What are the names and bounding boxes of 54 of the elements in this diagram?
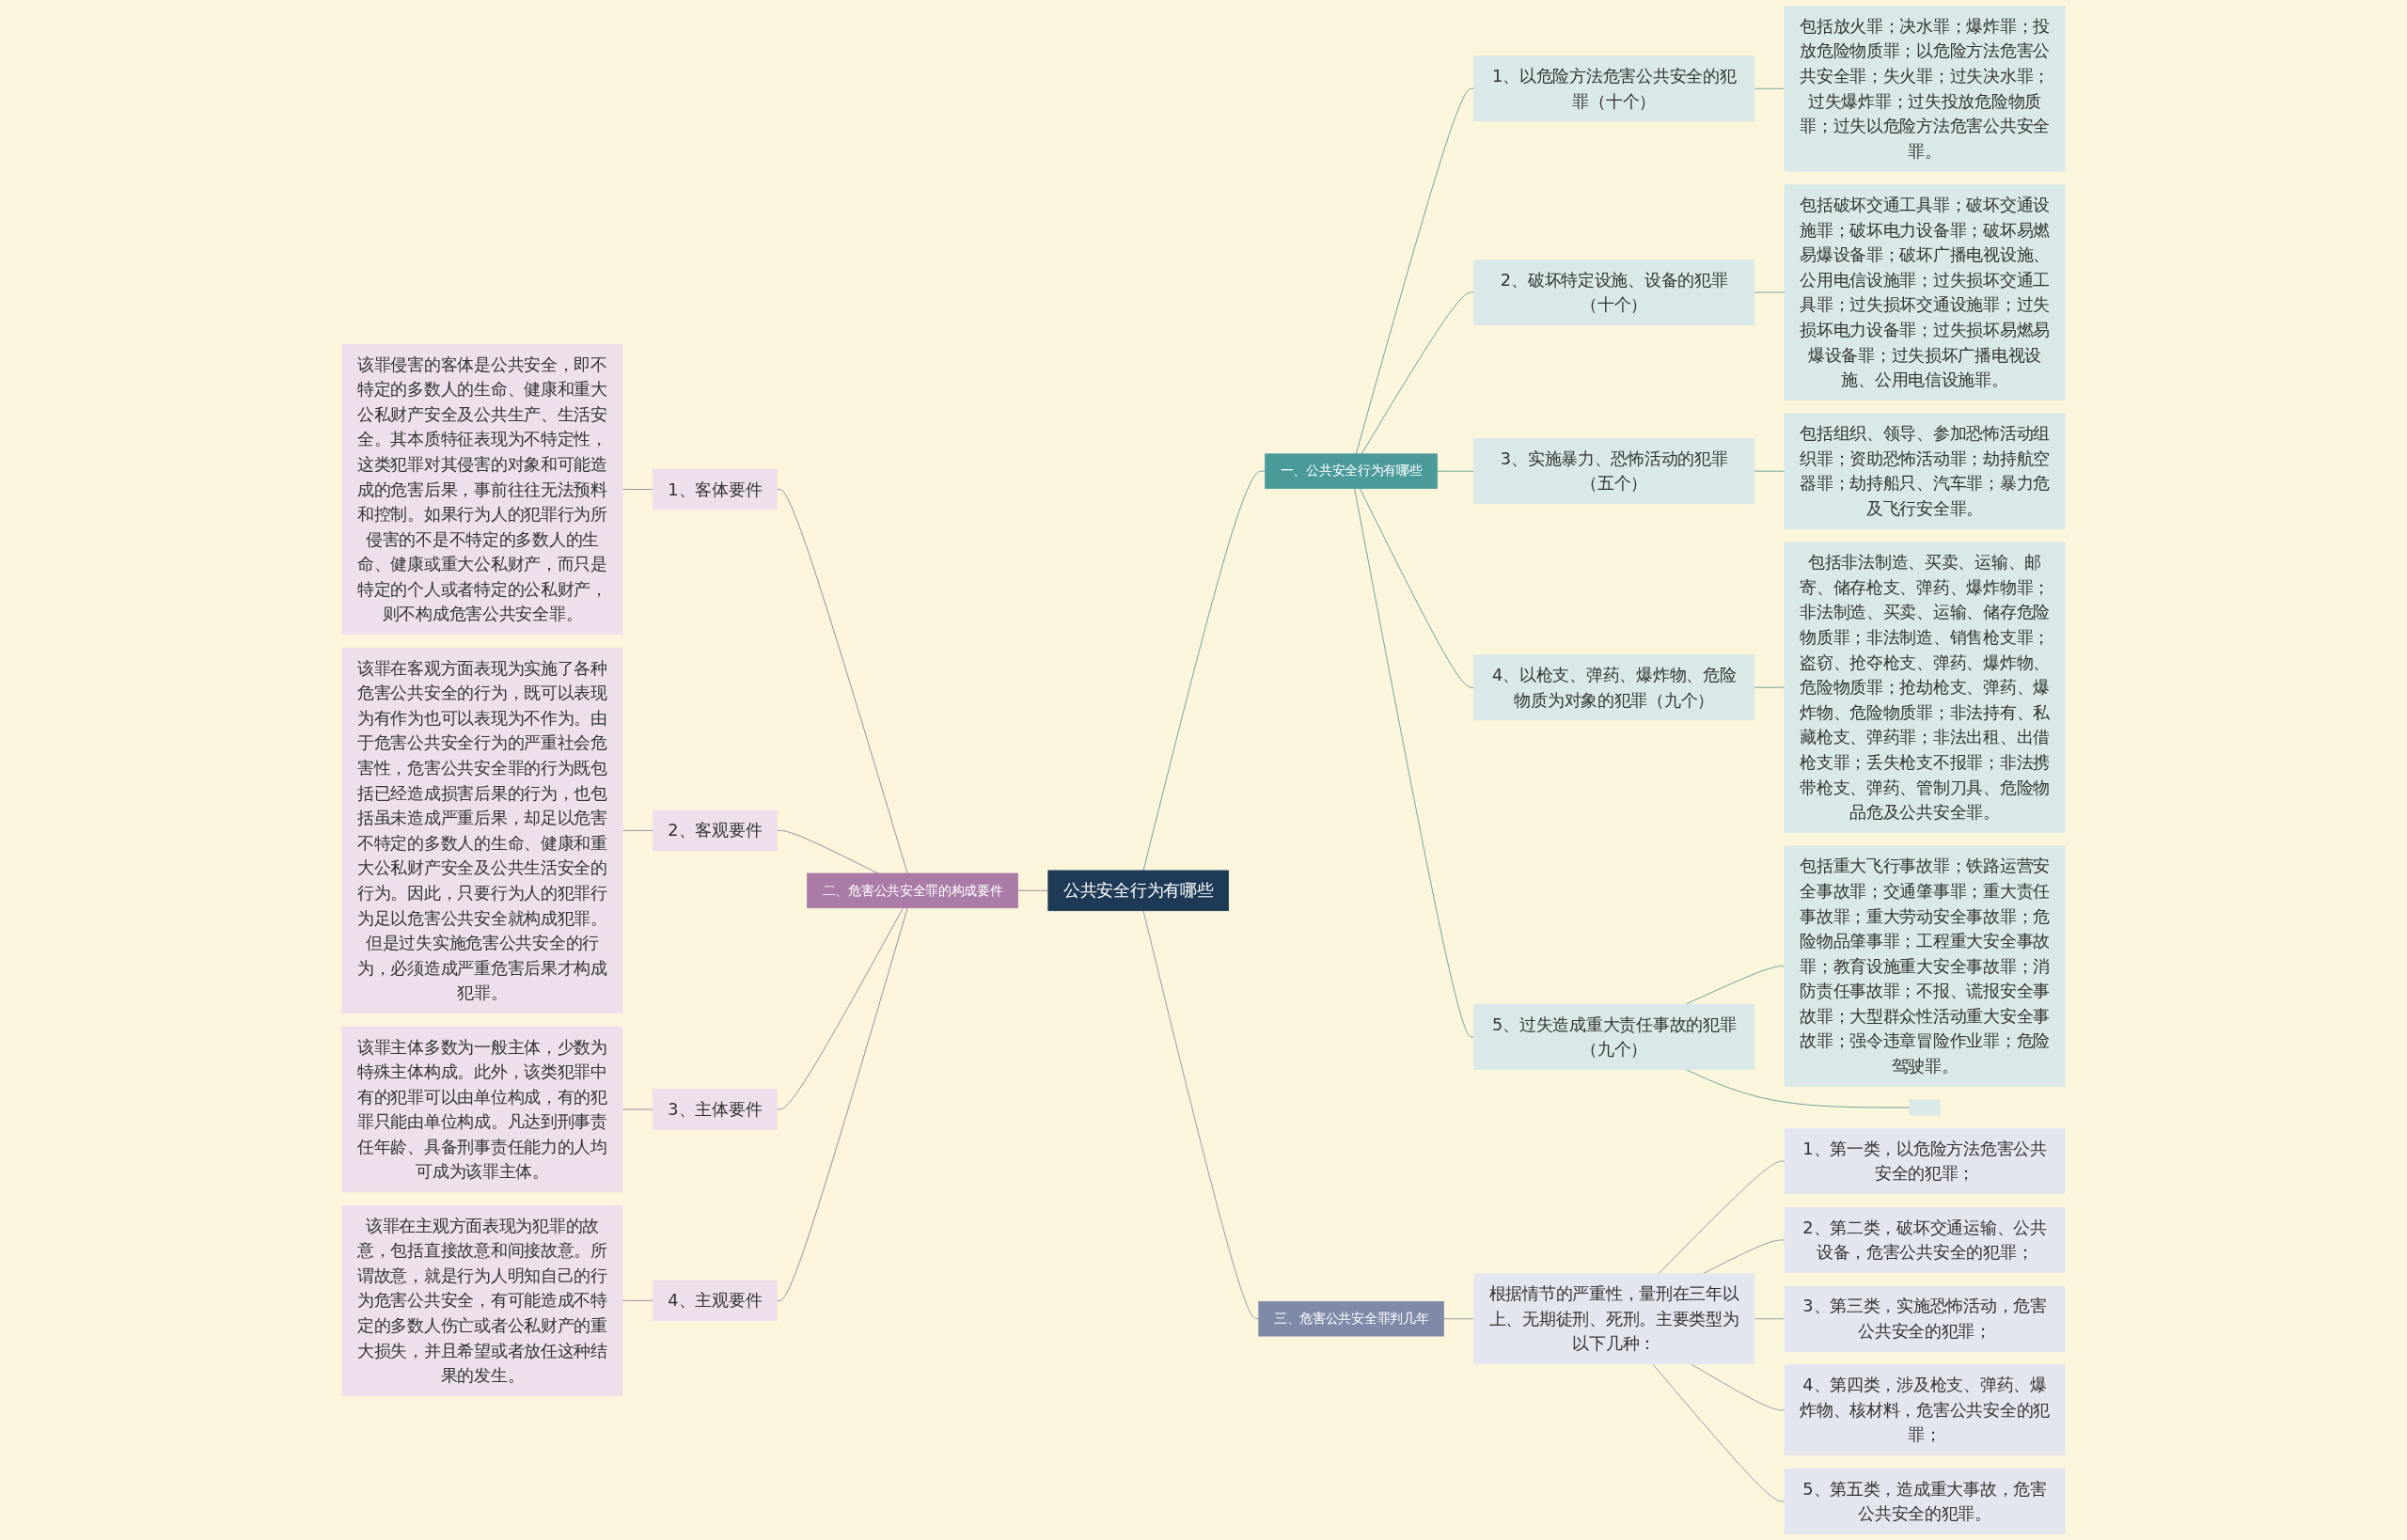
connector	[1754, 1318, 1786, 1320]
connector	[621, 489, 653, 490]
connector	[621, 830, 653, 831]
connector	[777, 489, 908, 874]
node-box: 该罪在主观方面表现为犯罪的故意，包括直接故意和间接故意。所谓故意，就是行为人明知自己的行为危害公共安全，有可能造成不特定的多数人伤亡或者公私财产的重大损失，并且希望或者放任这种结果的发生。	[341, 1204, 623, 1396]
connector	[1652, 1363, 1786, 1502]
connector	[777, 907, 908, 1301]
node-box: 该罪在客观方面表现为实施了各种危害公共安全的行为，既可以表现为有作为也可以表现为不作为。由于危害公共安全行为的严重社会危害性，危害公共安全罪的行为既包括已经造成损害后果的行为，也包括虽未造成严重后果，却足以危害不特定的多数人的生命、健康和重大公私财产安全及公共生活安全的行为。因此，只要行为人的犯罪行为足以危害公共安全就构成犯罪。但是过失实施危害公共安全的行为，必须造成严重危害后果才构成犯罪。	[341, 647, 623, 1014]
node-box: 包括重大飞行事故罪；铁路运营安全事故罪；交通肇事罪；重大责任事故罪；重大劳动安全事故罪；危险物品肇事罪；工程重大安全事故罪；教育设施重大安全事故罪；消防责任事故罪；不报、谎报安全事故罪；大型群众性活动重大安全事故罪；强令违章冒险作业罪；危险驾驶罪。	[1784, 845, 2066, 1087]
connector	[1359, 488, 1475, 688]
connector	[1142, 470, 1266, 872]
connector	[1437, 470, 1475, 472]
connector	[1443, 1318, 1475, 1320]
node-box: 3、主体要件	[652, 1089, 778, 1130]
connector	[1690, 1363, 1786, 1411]
node-box: 2、客观要件	[652, 809, 778, 852]
connector	[1142, 910, 1260, 1320]
node-box: 该罪主体多数为一般主体，少数为特殊主体构成。此外，该类犯罪中有的犯罪可以由单位构成，有的犯罪只能由单位构成。凡达到刑事责任年龄、具备刑事责任能力的人均可成为该罪主体。	[341, 1026, 623, 1193]
node-box: 2、破坏特定设施、设备的犯罪（十个）	[1473, 259, 1755, 326]
connector	[1361, 291, 1475, 455]
node-box: 4、主观要件	[652, 1280, 778, 1322]
node-box	[1909, 1099, 1941, 1116]
node-box: 包括组织、领导、参加恐怖活动组织罪；资助恐怖活动罪；劫持航空器罪；劫持船只、汽车罪；暴力危及飞行安全罪。	[1784, 413, 2066, 529]
connector	[1658, 1160, 1786, 1275]
node-box: 根据情节的严重性，量刑在三年以上、无期徒刑、死刑。主要类型为以下几种：	[1473, 1273, 1755, 1365]
connector	[1685, 966, 1786, 1005]
node-box: 包括非法制造、买卖、运输、邮寄、储存枪支、弹药、爆炸物罪；非法制造、买卖、运输、储存危险物质罪；非法制造、销售枪支罪；盗窃、抢夺枪支、弹药、爆炸物、危险物质罪；抢劫枪支、弹药、爆炸物、危险物质罪；非法持有、私藏枪支、弹药罪；非法出租、出借枪支罪；丢失枪支不报罪；非法携带枪支、弹药、管制刀具、危险物品危及公共安全罪。	[1784, 542, 2066, 833]
node-box: 5、第五类，造成重大事故，危害公共安全的犯罪。	[1784, 1468, 2066, 1534]
connector	[777, 907, 904, 1110]
connector	[621, 1108, 653, 1110]
node-box: 3、第三类，实施恐怖活动，危害公共安全的犯罪；	[1784, 1285, 2066, 1352]
node-box: 三、危害公共安全罪判几年	[1258, 1301, 1444, 1337]
node-box: 包括放火罪；决水罪；爆炸罪；投放危险物质罪；以危险方法危害公共安全罪；失火罪；过失决水罪；过失爆炸罪；过失投放危险物质罪；过失以危险方法危害公共安全罪。	[1784, 6, 2066, 172]
connector	[1754, 470, 1786, 472]
node-box: 5、过失造成重大责任事故的犯罪（九个）	[1473, 1003, 1755, 1070]
node-box: 1、客体要件	[652, 468, 778, 511]
node-box: 公共安全行为有哪些	[1047, 870, 1229, 912]
connector	[621, 1300, 653, 1301]
connector	[1754, 686, 1786, 688]
node-box: 一、公共安全行为有哪些	[1265, 453, 1438, 489]
connector	[1017, 889, 1049, 891]
node-box: 2、第二类，破坏交通运输、公共设备，危害公共安全的犯罪；	[1784, 1206, 2066, 1273]
node-box: 3、实施暴力、恐怖活动的犯罪（五个）	[1473, 438, 1755, 505]
connector	[1754, 87, 1786, 89]
node-box: 1、第一类，以危险方法危害公共安全的犯罪；	[1784, 1128, 2066, 1195]
node-box: 1、以危险方法危害公共安全的犯罪（十个）	[1473, 55, 1755, 122]
node-box: 4、以枪支、弹药、爆炸物、危险物质为对象的犯罪（九个）	[1473, 654, 1755, 721]
node-box: 该罪侵害的客体是公共安全，即不特定的多数人的生命、健康和重大公私财产安全及公共生产、生活安全。其本质特征表现为不特定性，这类犯罪对其侵害的对象和可能造成的危害后果，事前往往无法预料和控制。如果行为人的犯罪行为所侵害的不是不特定的多数人的生命、健康或重大公私财产，而只是特定的个人或者特定的公私财产，则不构成危害公共安全罪。	[341, 343, 623, 636]
node-box: 包括破坏交通工具罪；破坏交通设施罪；破坏电力设备罪；破坏易燃易爆设备罪；破坏广播电视设施、公用电信设施罪；过失损坏交通工具罪；过失损坏交通设施罪；过失损坏电力设备罪；过失损坏易燃易爆设备罪；过失损坏广播电视设施、公用电信设施罪。	[1784, 184, 2066, 401]
connector	[1685, 1069, 1911, 1108]
node-box: 二、危害公共安全罪的构成要件	[807, 872, 1018, 909]
connector	[1354, 488, 1475, 1038]
node-box: 4、第四类，涉及枪支、弹药、爆炸物、核材料，危害公共安全的犯罪；	[1784, 1364, 2066, 1456]
connector	[1355, 87, 1475, 455]
